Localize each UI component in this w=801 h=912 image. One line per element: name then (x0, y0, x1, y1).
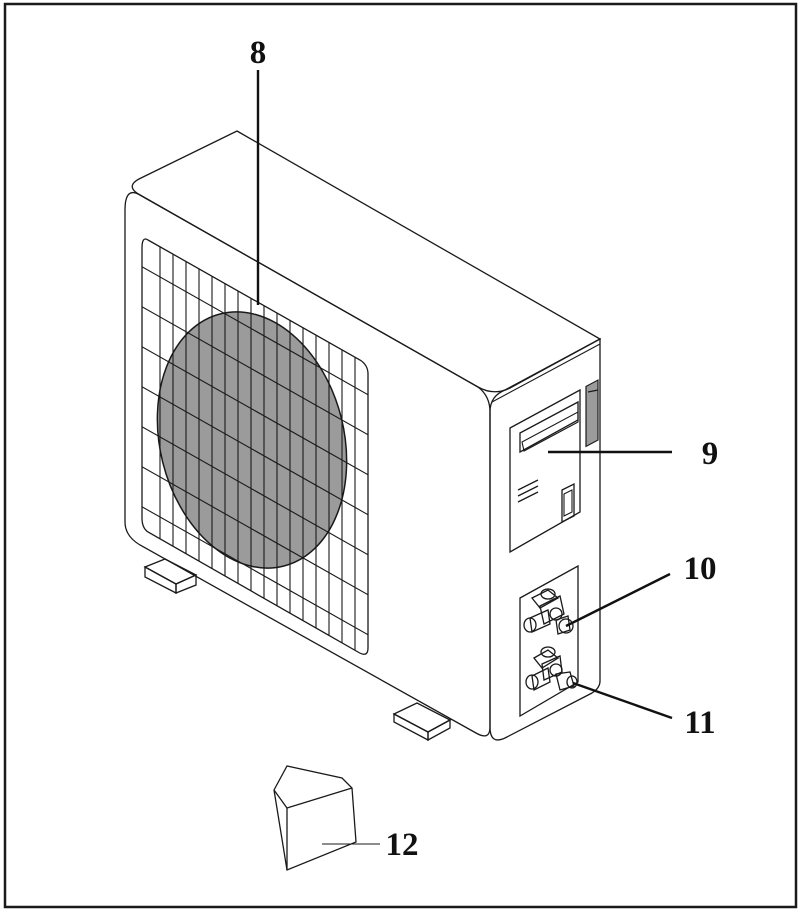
diagram-frame (3, 2, 798, 909)
rear-foot (143, 558, 198, 595)
electrical-cover (509, 388, 581, 554)
front-foot (392, 702, 452, 742)
handle-grip (585, 379, 599, 448)
valve-panel (519, 564, 579, 718)
fan-guard (141, 238, 369, 655)
side-panel (489, 337, 601, 741)
leader-11 (572, 681, 673, 720)
unit-body (124, 130, 602, 741)
callout-fan: 8 (250, 35, 267, 71)
side-handle (509, 379, 599, 554)
callout-gas-valve: 10 (684, 551, 717, 587)
callout-handle: 9 (702, 436, 719, 472)
drain-joint (273, 765, 357, 871)
callout-liquid-valve: 11 (684, 705, 715, 741)
gas-valve (523, 588, 574, 635)
front-panel (124, 191, 491, 737)
leader-10 (565, 572, 671, 628)
callout-drain-joint: 12 (386, 827, 419, 863)
liquid-valve (525, 646, 578, 691)
fan-blade-disc (156, 311, 348, 569)
